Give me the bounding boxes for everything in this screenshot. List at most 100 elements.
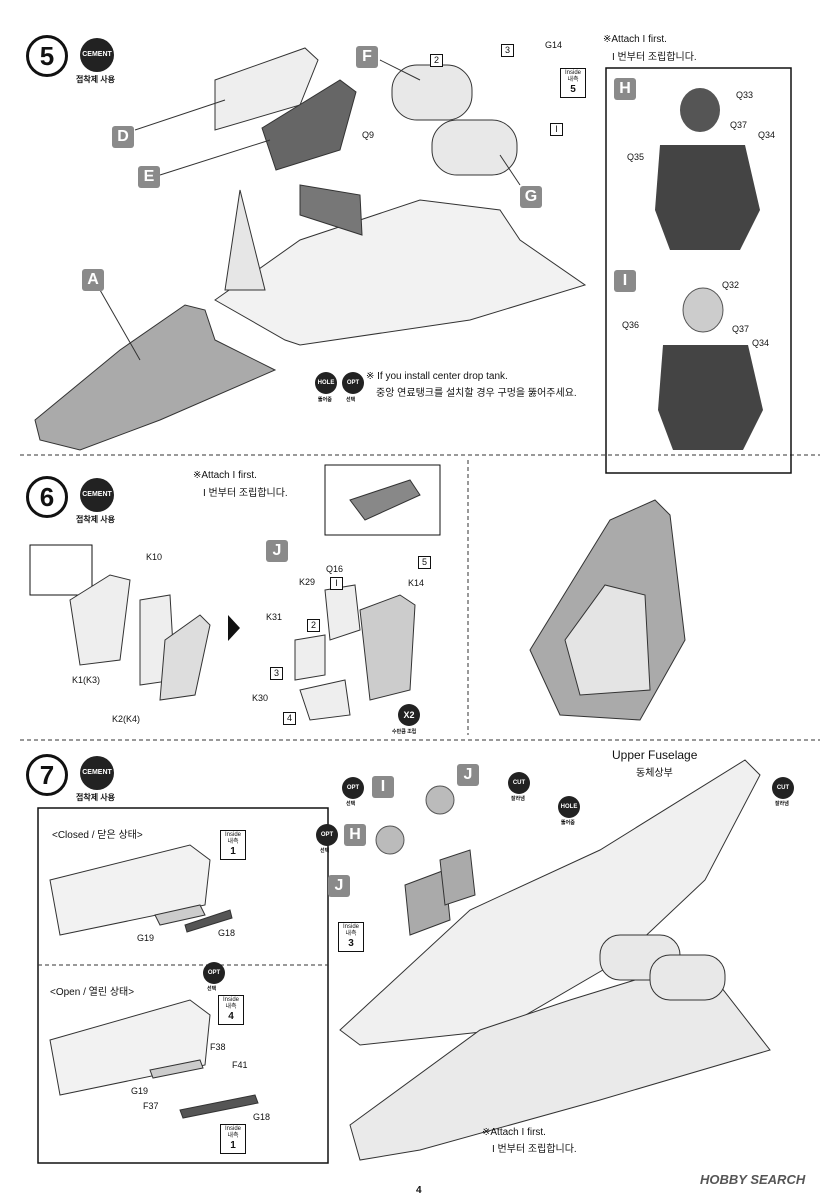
inside-ko: 내측 [227,839,239,845]
part-no-q16: Q16 [326,564,344,574]
part-letter-d: D [112,126,134,148]
part-no-q35: Q35 [627,152,645,162]
step-number: 6 [26,476,68,518]
part-no-f38: F38 [210,1042,226,1052]
cement-icon: CEMENT [80,756,114,790]
hole-caption: 뚫어줌 [561,820,575,826]
watermark: HOBBY SEARCH [700,1172,806,1187]
inside-label: Inside [224,1126,241,1132]
part-no-k10: K10 [146,552,163,562]
part-letter-g: G [520,186,542,208]
part-tag: 3 [501,44,514,57]
part-no-g19b: G19 [131,1086,149,1096]
x2-icon: X2 [398,704,420,726]
attach-note-ko: I 번부터 조립합니다. [203,488,288,499]
opt-icon: OPT [316,824,338,846]
part-no-k2k4: K2(K4) [112,714,141,724]
upper-fuselage-label: Upper Fuselage [612,748,698,762]
cement-caption: 접착제 사용 [76,793,116,802]
inside-badge: Inside 내측 1 [220,830,246,860]
inside-badge: Inside 내측 1 [220,1124,246,1154]
attach-note-en: ※Attach I first. [603,34,667,45]
cut-icon: CUT [508,772,530,794]
part-no-g18: G18 [218,928,236,938]
attach-note-ko: I 번부터 조립합니다. [612,52,697,63]
inside-ko: 내측 [225,1004,237,1010]
part-letter-i: I [372,776,394,798]
part-tag: 5 [418,556,431,569]
opt-caption: 선택 [207,986,217,992]
part-no-q36: Q36 [622,320,640,330]
part-no-q9: Q9 [362,130,375,140]
part-letter-f: F [356,46,378,68]
opt-caption: 선택 [346,397,356,403]
part-letter-a: A [82,269,104,291]
cement-icon: CEMENT [80,38,114,72]
part-no-q34b: Q34 [752,338,770,348]
x2-caption: 수만큼 조립 [392,729,417,735]
hole-icon: HOLE [558,796,580,818]
part-no-q37b: Q37 [732,324,750,334]
part-no-q34: Q34 [758,130,776,140]
step-number: 7 [26,754,68,796]
inside-ko: 내측 [345,931,357,937]
opt-icon: OPT [342,777,364,799]
part-letter-i: I [614,270,636,292]
inside-label: Inside [222,997,239,1003]
part-no-g19: G19 [137,933,155,943]
cement-icon: CEMENT [80,478,114,512]
opt-caption: 선택 [346,801,356,807]
part-no-f37: F37 [143,1101,159,1111]
part-no-q33: Q33 [736,90,754,100]
drop-tank-note-ko: 중앙 연료탱크를 설치할 경우 구멍을 뚫어주세요. [376,388,577,399]
part-no-q32: Q32 [722,280,740,290]
part-no-k31: K31 [266,612,283,622]
cut-caption: 잘라냄 [775,801,789,807]
part-tag: I [330,577,343,590]
upper-fuselage-ko: 동체상부 [636,768,673,779]
part-letter-e: E [138,166,160,188]
cut-icon: CUT [772,777,794,799]
inside-ko: 내측 [227,1133,239,1139]
step-number: 5 [26,35,68,77]
attach-note-en: ※Attach I first. [482,1127,546,1138]
inside-label: Inside [564,70,581,76]
attach-note-ko: I 번부터 조립합니다. [492,1144,577,1155]
part-letter-j: J [457,764,479,786]
inside-label: Inside [224,832,241,838]
part-letter-j2: J [328,875,350,897]
inside-badge: Inside 내측 3 [338,922,364,952]
opt-icon: OPT [203,962,225,984]
part-tag: 2 [430,54,443,67]
hole-icon: HOLE [315,372,337,394]
cement-caption: 접착제 사용 [76,75,116,84]
cement-caption: 접착제 사용 [76,515,116,524]
part-tag: 2 [307,619,320,632]
inside-label: Inside [342,924,359,930]
opt-caption: 선택 [320,848,330,854]
page-number: 4 [416,1185,422,1196]
inside-badge: Inside 내측 5 [560,68,586,98]
attach-note-en: ※Attach I first. [193,470,257,481]
part-tag: I [550,123,563,136]
part-no-q37: Q37 [730,120,748,130]
part-tag: 3 [270,667,283,680]
cut-caption: 잘라냄 [511,796,525,802]
inside-badge: Inside 내측 4 [218,995,244,1025]
inside-ko: 내측 [567,77,579,83]
closed-label: <Closed / 닫은 상태> [52,830,143,841]
part-letter-h: H [344,824,366,846]
hole-caption: 뚫어줌 [318,397,332,403]
part-no-g14: G14 [545,40,563,50]
part-no-k30: K30 [252,693,269,703]
part-letter-h: H [614,78,636,100]
part-no-f41: F41 [232,1060,248,1070]
part-no-k29: K29 [299,577,316,587]
open-label: <Open / 열린 상태> [50,987,135,998]
part-tag: 4 [283,712,296,725]
part-no-g18b: G18 [253,1112,271,1122]
inside-num: 5 [570,84,576,95]
drop-tank-note-en: ※ If you install center drop tank. [366,371,508,382]
part-no-k1k3: K1(K3) [72,675,101,685]
